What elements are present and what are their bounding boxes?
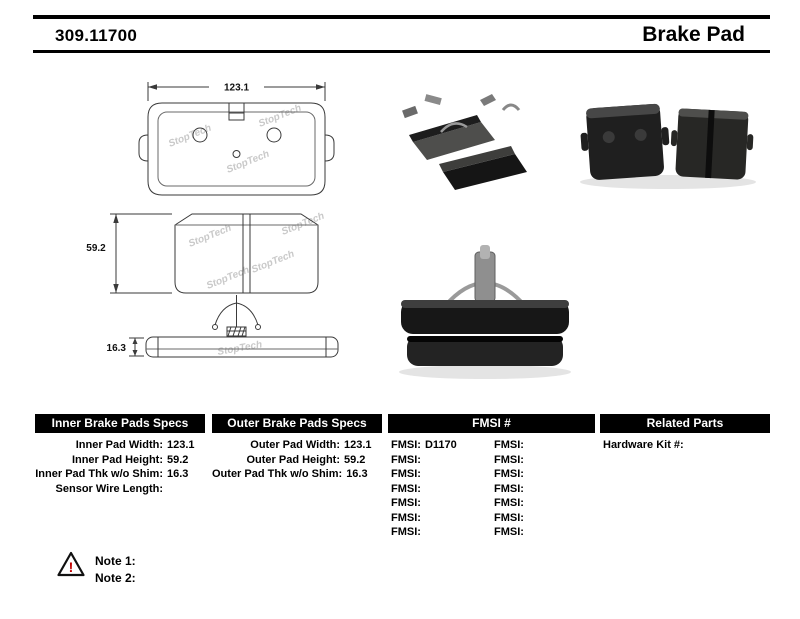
dimension-thickness [129, 337, 144, 357]
outer-specs-header: Outer Brake Pads Specs [212, 414, 382, 433]
table-row: FMSI: [491, 482, 594, 497]
table-row: Inner Pad Thk w/o Shim: 16.3 [35, 467, 205, 482]
part-number: 309.11700 [55, 26, 138, 45]
table-row: Outer Pad Thk w/o Shim:16.3 [212, 467, 382, 482]
table-row: FMSI: [491, 525, 594, 540]
spec-value: 16.3 [167, 468, 189, 480]
watermark-text: StopTech [225, 149, 271, 176]
table-row: Inner Pad Height: 59.2 [35, 453, 205, 468]
spec-label: Inner Pad Width: [75, 439, 163, 451]
table-row: FMSI: [388, 453, 491, 468]
page-title: Brake Pad [642, 23, 745, 46]
watermark-text: StopTech [250, 249, 296, 276]
fmsi-table: FMSI # FMSI:D1170 FMSI: FMSI: FMSI: FMSI… [388, 414, 595, 540]
outer-specs-table: Outer Brake Pads Specs Outer Pad Width: 1… [212, 414, 382, 482]
spec-label: Hardware Kit #: [603, 439, 684, 451]
table-row: FMSI: [388, 467, 491, 482]
table-row: FMSI: [388, 482, 491, 497]
table-row: Inner Pad Width: 123.1 [35, 438, 205, 453]
photo-exploded-view [402, 94, 527, 190]
table-row: FMSI: [388, 525, 491, 540]
fmsi-label: FMSI: [391, 511, 421, 524]
table-row: FMSI: [491, 496, 594, 511]
spec-value: 16.3 [346, 468, 368, 480]
photo-pad-pair [580, 103, 756, 189]
inner-specs-table: Inner Brake Pads Specs Inner Pad Width: 1… [35, 414, 205, 496]
related-parts-table: Related Parts Hardware Kit #: [600, 414, 770, 453]
spec-label: Sensor Wire Length: [55, 482, 163, 495]
watermark-text: StopTech [167, 123, 213, 150]
fmsi-label: FMSI: [391, 439, 421, 451]
fmsi-label: FMSI: [494, 439, 524, 451]
table-row: FMSI: [491, 438, 594, 453]
header-rule [33, 50, 770, 53]
table-row: Outer Pad Height: 59.2 [212, 453, 382, 468]
table-row: FMSI: [491, 511, 594, 526]
spec-value: 59.2 [167, 453, 189, 466]
technical-drawing: StopTech StopTech StopTech StopTech Stop… [86, 82, 339, 358]
dimension-width [147, 82, 326, 101]
table-row: Outer Pad Width: 123.1 [212, 438, 382, 453]
fmsi-label: FMSI: [494, 497, 524, 509]
fmsi-label: FMSI: [494, 468, 524, 480]
product-photos [399, 94, 756, 379]
fmsi-label: FMSI: [494, 482, 524, 495]
spec-value: 123.1 [167, 439, 195, 451]
table-row: FMSI: [388, 511, 491, 526]
dimension-width-label: 123.1 [224, 83, 249, 94]
inner-specs-header: Inner Brake Pads Specs [35, 414, 205, 433]
pad-side-view [145, 330, 339, 358]
table-row: FMSI: [491, 467, 594, 482]
fmsi-label: FMSI: [494, 526, 524, 538]
note-1: Note 1: [95, 554, 136, 568]
pad-rear-view [138, 102, 335, 196]
spec-value: 123.1 [344, 439, 372, 451]
photo-pad-stack [399, 245, 571, 379]
watermark-text: StopTech [205, 265, 251, 292]
watermark-text: StopTech [257, 103, 303, 130]
fmsi-column-2: FMSI: FMSI: FMSI: FMSI: FMSI: FMSI: FMSI… [491, 438, 594, 540]
fmsi-label: FMSI: [494, 453, 524, 466]
table-row: FMSI: [491, 453, 594, 468]
spec-label: Inner Pad Height: [71, 453, 163, 466]
spec-label: Outer Pad Thk w/o Shim: [212, 468, 343, 480]
fmsi-label: FMSI: [391, 497, 421, 509]
spec-value: 59.2 [344, 453, 366, 466]
dimension-height-label: 59.2 [86, 243, 106, 254]
table-row: FMSI:D1170 [388, 438, 491, 453]
notes-block: Note 1: Note 2: [95, 553, 136, 587]
fmsi-header: FMSI # [388, 414, 595, 433]
spec-label: Outer Pad Height: [246, 453, 340, 466]
spec-label: Outer Pad Width: [250, 439, 340, 451]
svg-text:!: ! [69, 559, 74, 575]
fmsi-label: FMSI: [391, 526, 421, 538]
related-parts-header: Related Parts [600, 414, 770, 433]
fmsi-label: FMSI: [391, 468, 421, 480]
warning-icon: ! [57, 551, 85, 577]
watermark-texts: StopTech StopTech StopTech StopTech Stop… [167, 103, 326, 358]
note-2: Note 2: [95, 571, 136, 585]
fmsi-label: FMSI: [391, 453, 421, 466]
watermark-text: StopTech [187, 223, 233, 250]
table-row: Hardware Kit #: [600, 438, 770, 453]
pad-front-view [174, 213, 319, 294]
dimension-thickness-label: 16.3 [107, 343, 127, 354]
fmsi-label: FMSI: [391, 482, 421, 495]
fmsi-label: FMSI: [494, 511, 524, 524]
clip-drawing [212, 295, 261, 337]
top-rule [33, 15, 770, 19]
table-row: Sensor Wire Length: [35, 482, 205, 497]
table-row: FMSI: [388, 496, 491, 511]
spec-label: Inner Pad Thk w/o Shim: [35, 468, 163, 480]
fmsi-column-1: FMSI:D1170 FMSI: FMSI: FMSI: FMSI: FMSI:… [388, 438, 491, 540]
fmsi-value: D1170 [424, 439, 457, 451]
dimension-height [110, 213, 172, 294]
